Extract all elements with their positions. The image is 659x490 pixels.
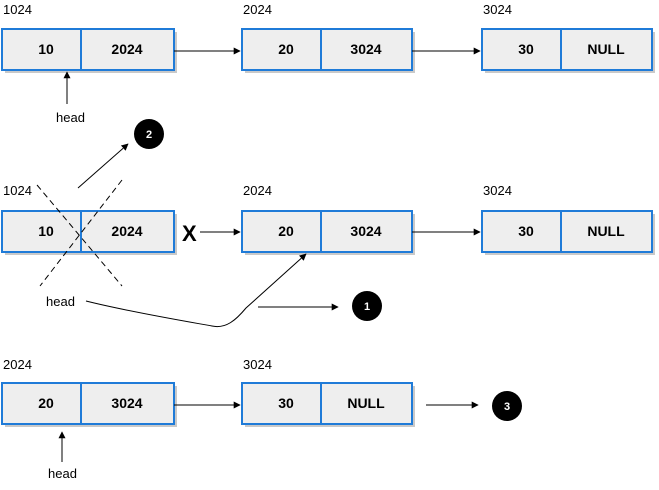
row2-node3-address: 3024 bbox=[483, 183, 512, 198]
row3-node2-next: NULL bbox=[347, 395, 385, 411]
row1-node2-next-field bbox=[320, 28, 413, 71]
row2-node1-next: 2024 bbox=[111, 223, 142, 239]
row3-node1-data: 20 bbox=[38, 395, 54, 411]
row2-node3-data: 30 bbox=[518, 223, 534, 239]
row2-node1: 1024 10 2024 bbox=[1, 179, 177, 287]
row2-node2-data: 20 bbox=[278, 223, 294, 239]
row3-node2-address: 3024 bbox=[243, 357, 272, 372]
row3-head-label: head bbox=[48, 466, 77, 481]
row2-node3-next-field bbox=[560, 210, 653, 253]
row1-node1-data: 10 bbox=[38, 41, 54, 57]
row1-node2: 2024 20 3024 bbox=[241, 2, 415, 73]
row1-node2-next: 3024 bbox=[350, 41, 381, 57]
step-badge-2-circle bbox=[134, 119, 164, 149]
row1-node3-data-field bbox=[481, 28, 562, 71]
row2-node2-next-field bbox=[320, 210, 413, 253]
row1-node1-address: 1024 bbox=[3, 2, 32, 17]
step2-arrow bbox=[77, 143, 129, 189]
step-badge-1-circle bbox=[352, 291, 382, 321]
row-1: 1024 10 2024 2024 20 3024 3024 30 NULL bbox=[1, 2, 655, 125]
row3-node2-data-field bbox=[241, 382, 322, 425]
row2-node2-address: 2024 bbox=[243, 183, 272, 198]
row1-node3-address: 3024 bbox=[483, 2, 512, 17]
row1-node3-data: 30 bbox=[518, 41, 534, 57]
row1-node2-data: 20 bbox=[278, 41, 294, 57]
row2-node2: 2024 20 3024 bbox=[241, 183, 415, 255]
row1-node1-next: 2024 bbox=[111, 41, 142, 57]
row3-node2-next-field bbox=[320, 382, 413, 425]
row1-node3: 3024 30 NULL bbox=[481, 2, 655, 73]
row2-node1-address: 1024 bbox=[3, 183, 32, 198]
row2-broken-link-x-mark: X bbox=[182, 221, 197, 246]
row1-node2-address: 2024 bbox=[243, 2, 272, 17]
row1-node3-next-field bbox=[560, 28, 653, 71]
row1-node1: 1024 10 2024 bbox=[1, 2, 177, 73]
row3-node1-next-field bbox=[80, 382, 175, 425]
step-badge-1-label: 1 bbox=[364, 301, 370, 313]
row2-node3-data-field bbox=[481, 210, 562, 253]
step-badge-3-circle bbox=[492, 391, 522, 421]
row2-node3-next: NULL bbox=[587, 223, 625, 239]
row2-node1-data: 10 bbox=[38, 223, 54, 239]
row2-node3: 3024 30 NULL bbox=[481, 183, 655, 255]
row1-node3-next: NULL bbox=[587, 41, 625, 57]
row1-node1-data-field bbox=[1, 28, 82, 71]
step-badge-2: 2 bbox=[134, 119, 164, 149]
row2-head-label: head bbox=[46, 294, 75, 309]
row2-node1-cross-line-a bbox=[36, 184, 123, 287]
row2-node1-next-field bbox=[80, 210, 175, 253]
row1-node1-next-field bbox=[80, 28, 175, 71]
step-badge-3-label: 3 bbox=[504, 401, 510, 413]
row3-node1: 2024 20 3024 bbox=[1, 357, 177, 427]
row2-node2-next: 3024 bbox=[350, 223, 381, 239]
row3-node1-next: 3024 bbox=[111, 395, 142, 411]
row1-head-label: head bbox=[56, 110, 85, 125]
row2-node1-cross-line-b bbox=[39, 179, 123, 287]
row2-node1-data-field bbox=[1, 210, 82, 253]
row-3: 2024 20 3024 3024 30 NULL head bbox=[1, 357, 479, 481]
row3-node2: 3024 30 NULL bbox=[241, 357, 415, 427]
row-2: 1024 10 2024 2024 20 3024 3024 30 NULL bbox=[1, 143, 655, 328]
step-badge-3: 3 bbox=[492, 391, 522, 421]
step-badge-1: 1 bbox=[352, 291, 382, 321]
row3-node1-data-field bbox=[1, 382, 82, 425]
step-badge-2-label: 2 bbox=[146, 129, 152, 141]
row3-node1-address: 2024 bbox=[3, 357, 32, 372]
row2-head-arrow bbox=[85, 253, 307, 328]
row3-node2-data: 30 bbox=[278, 395, 294, 411]
